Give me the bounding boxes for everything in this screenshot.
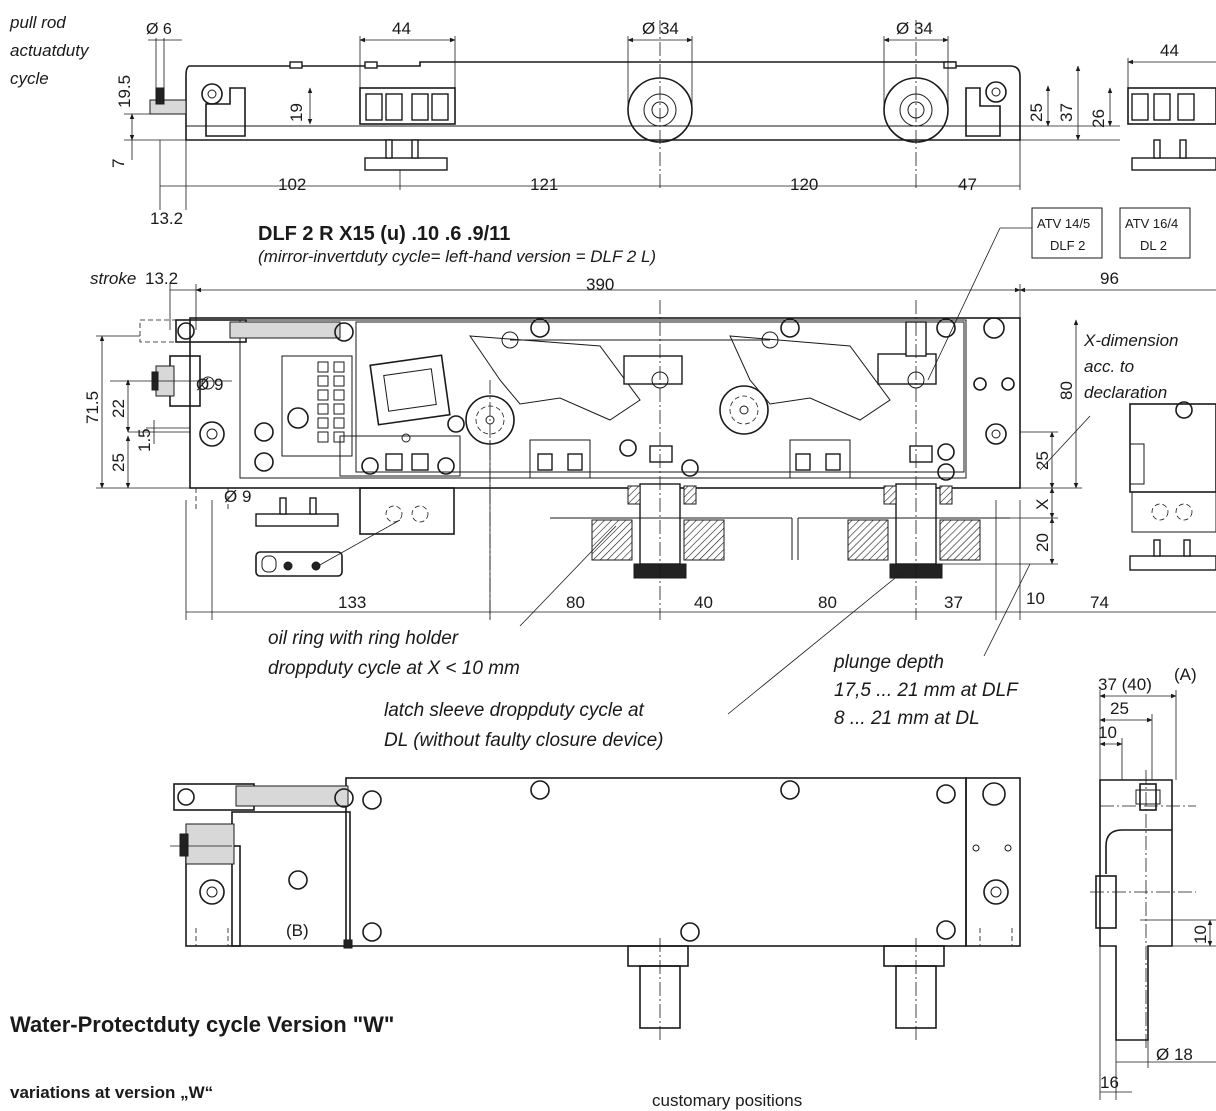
terminal-screw (333, 389, 345, 401)
dim-10-side: 10 (1191, 925, 1210, 944)
dim-10-bottom: 10 (1026, 589, 1045, 608)
dim-d6: Ø 6 (146, 21, 172, 38)
terminal-screw (317, 361, 329, 373)
dim-20: 20 (1033, 533, 1052, 552)
dim-120: 120 (790, 175, 818, 194)
terminal-screw (333, 361, 345, 373)
plunge-note-2: 17,5 ... 21 mm at DLF (834, 680, 1019, 701)
title-block: DLF 2 R X15 (u) .10 .6 .9/11 (mirror-inv… (258, 207, 1191, 266)
dim-25-side: 25 (1110, 699, 1129, 718)
dim-80-b: 80 (818, 593, 837, 612)
dim-10-side-top: 10 (1098, 723, 1117, 742)
top-view-labels: pull rod actuatduty cycle Ø 6 44 Ø 34 Ø … (9, 13, 1179, 228)
marker-b: (B) (286, 921, 309, 940)
dim-19: 19 (287, 103, 306, 122)
dim-37-40: 37 (40) (1098, 675, 1152, 694)
terminal-screw (317, 389, 329, 401)
badge-dl2: DL 2 (1140, 238, 1167, 253)
dim-d9-lower: Ø 9 (224, 487, 251, 506)
pull-rod-label-2: actuatduty (10, 41, 90, 60)
dim-44-right: 44 (1160, 41, 1179, 60)
terminal-screw (317, 375, 329, 387)
bottom-view: (B) (170, 777, 1021, 1040)
dim-44-left: 44 (392, 19, 411, 38)
customary-positions-label: customary positions (652, 1091, 802, 1110)
marker-a: (A) (1174, 665, 1197, 684)
x-dim-note-1: X-dimension (1083, 331, 1179, 350)
stroke-value: 13.2 (145, 269, 178, 288)
dim-25-right: 25 (1033, 451, 1052, 470)
latch-note-1: latch sleeve droppduty cycle at (384, 700, 645, 721)
dim-71-5: 71.5 (83, 391, 102, 424)
terminal-screw (333, 375, 345, 387)
stroke-label: stroke (90, 269, 136, 288)
dim-25-top: 25 (1027, 103, 1046, 122)
top-view (124, 20, 1216, 210)
terminal-screw (333, 431, 345, 443)
dim-37-top: 37 (1057, 103, 1076, 122)
dim-d34-right: Ø 34 (896, 19, 933, 38)
dim-d34-left: Ø 34 (642, 19, 679, 38)
terminal-screws (317, 361, 345, 443)
footer: Water-Protectduty cycle Version "W" vari… (10, 1012, 802, 1110)
dim-7: 7 (109, 159, 128, 168)
dim-d9-upper: Ø 9 (196, 375, 223, 394)
dim-74: 74 (1090, 593, 1109, 612)
dim-22: 22 (109, 399, 128, 418)
terminal-screw (333, 417, 345, 429)
dim-47: 47 (958, 175, 977, 194)
water-protect-heading: Water-Protectduty cycle Version "W" (10, 1012, 394, 1037)
dim-121: 121 (530, 175, 558, 194)
main-view (96, 227, 1216, 715)
terminal-screw (317, 403, 329, 415)
model-note: (mirror-invertduty cycle= left-hand vers… (258, 247, 656, 266)
badge-atv-14-5: ATV 14/5 (1037, 216, 1090, 231)
x-dim-note-3: declaration (1084, 383, 1167, 402)
dim-x: X (1033, 499, 1052, 510)
dim-102: 102 (278, 175, 306, 194)
model-title: DLF 2 R X15 (u) .10 .6 .9/11 (258, 223, 510, 245)
dim-37-bottom: 37 (944, 593, 963, 612)
variations-label: variations at version „W“ (10, 1083, 213, 1102)
side-view: 37 (40) (A) 25 10 10 Ø 18 16 (1090, 665, 1216, 1100)
dim-13-2-top: 13.2 (150, 209, 183, 228)
main-view-labels: stroke 13.2 390 96 X-dimension acc. to d… (83, 269, 1179, 612)
dim-133: 133 (338, 593, 366, 612)
plunge-note-1: plunge depth (833, 652, 944, 673)
dim-26: 26 (1089, 109, 1108, 128)
pull-rod-label-1: pull rod (9, 13, 66, 32)
terminal-screw (333, 403, 345, 415)
terminal-screw (317, 431, 329, 443)
dim-390: 390 (586, 275, 614, 294)
latch-note-2: DL (without faulty closure device) (384, 730, 664, 751)
pull-rod-label-3: cycle (10, 69, 49, 88)
dim-16: 16 (1100, 1073, 1119, 1092)
dim-1-5: 1.5 (135, 428, 154, 452)
dim-40: 40 (694, 593, 713, 612)
oil-ring-note-1: oil ring with ring holder (268, 628, 459, 649)
dim-96: 96 (1100, 269, 1119, 288)
notes: oil ring with ring holder droppduty cycl… (268, 628, 1019, 751)
dim-80-right: 80 (1057, 381, 1076, 400)
dim-d18: Ø 18 (1156, 1045, 1193, 1064)
plunge-note-3: 8 ... 21 mm at DL (834, 708, 980, 729)
badge-dlf2: DLF 2 (1050, 238, 1085, 253)
dim-25-left: 25 (109, 453, 128, 472)
dim-19-5: 19.5 (115, 75, 134, 108)
oil-ring-note-2: droppduty cycle at X < 10 mm (268, 658, 520, 679)
badge-atv-16-4: ATV 16/4 (1125, 216, 1178, 231)
dim-80-a: 80 (566, 593, 585, 612)
x-dim-note-2: acc. to (1084, 357, 1134, 376)
terminal-screw (317, 417, 329, 429)
